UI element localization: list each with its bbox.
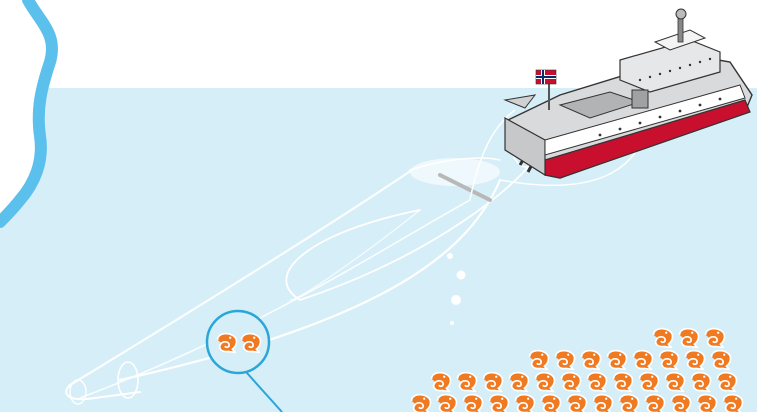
air-bubbles [447,253,466,325]
trawler-ship-icon [503,8,753,179]
net-catch-callout [205,309,283,412]
coastline [0,0,52,222]
net-mouth [410,158,500,186]
norwegian-flag-icon [535,69,557,85]
coastline-edge [0,0,58,228]
